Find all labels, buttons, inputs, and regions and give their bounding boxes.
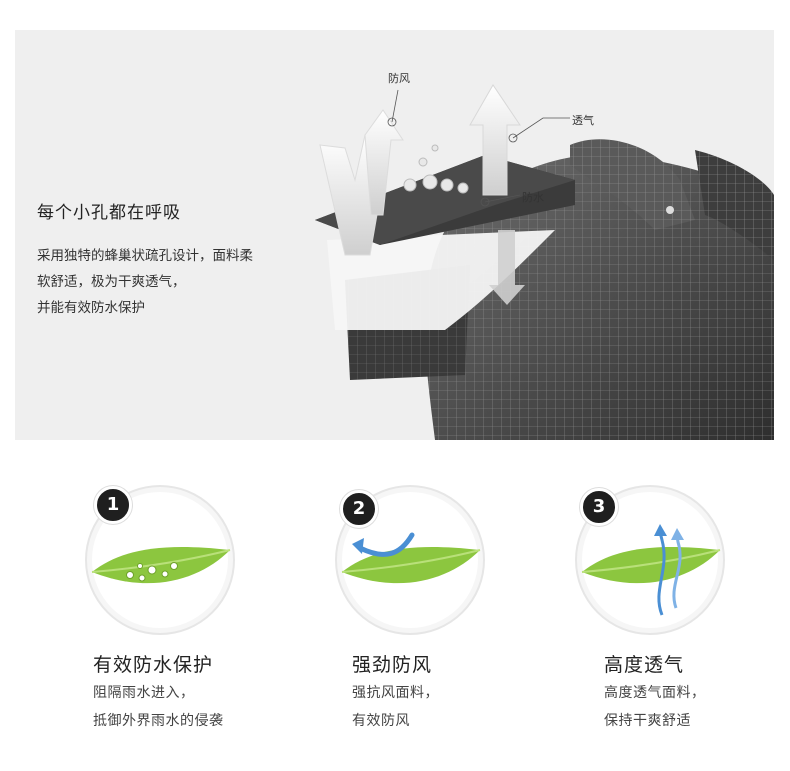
fabric-illustration [315, 84, 774, 440]
feature-title: 强劲防风 [352, 654, 433, 676]
feature-description-line: 高度透气面料， [604, 685, 706, 701]
leaf-airflow-icon [575, 485, 725, 635]
hero-title: 每个小孔都在呼吸 [37, 203, 181, 223]
hero-description-line: 并能有效防水保护 [37, 300, 145, 316]
hero-banner: 防风 透气 防水 每个小孔都在呼吸 采用独特的蜂巢状疏孔设计，面料柔 软舒适，极… [15, 30, 774, 440]
feature-title: 高度透气 [604, 654, 685, 676]
feature-title: 有效防水保护 [93, 654, 214, 676]
feature-description-line: 抵御外界雨水的侵袭 [93, 713, 224, 729]
hero-description-line: 采用独特的蜂巢状疏孔设计，面料柔 [37, 248, 253, 264]
airflow-arrows [319, 84, 525, 305]
hero-description: 采用独特的蜂巢状疏孔设计，面料柔 软舒适，极为干爽透气， 并能有效防水保护 [37, 243, 253, 321]
feature-number-badge: 2 [340, 490, 378, 528]
leaf-wind-icon [335, 485, 485, 635]
feature-description-line: 保持干爽舒适 [604, 713, 691, 729]
feature-number-badge: 1 [94, 486, 132, 524]
feature-number-badge: 3 [580, 488, 618, 526]
callout-breathable: 透气 [572, 114, 594, 127]
callout-lines [387, 89, 570, 207]
feature-description-line: 有效防风 [352, 713, 410, 729]
callout-waterproof: 防水 [522, 191, 544, 204]
feature-description-line: 阻隔雨水进入， [93, 685, 195, 701]
leaf-water-drops-icon [85, 485, 235, 635]
feature-description-line: 强抗风面料， [352, 685, 439, 701]
shirt-mesh [425, 139, 774, 440]
callout-windproof: 防风 [388, 72, 410, 85]
hero-description-line: 软舒适，极为干爽透气， [37, 274, 186, 290]
